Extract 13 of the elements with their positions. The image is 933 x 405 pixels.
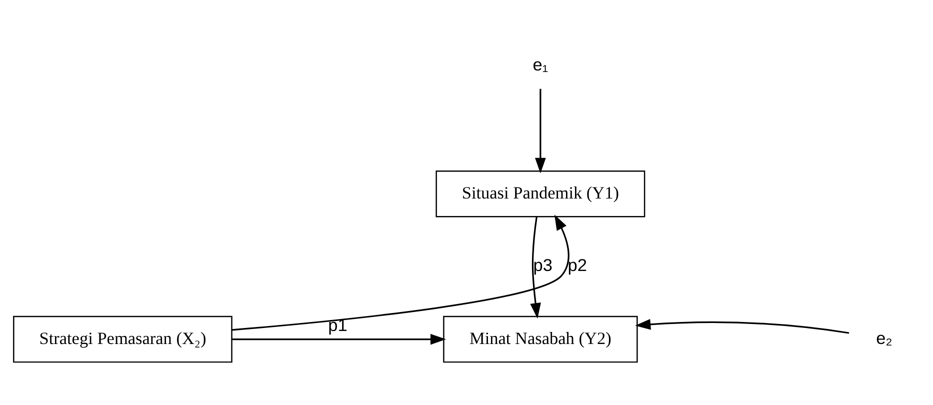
edge-label: p2 [568, 255, 587, 276]
node-text: e₁ [532, 54, 548, 74]
arrow [232, 334, 446, 345]
node-box: Strategi Pemasaran (X₂) [13, 316, 232, 363]
arrow [530, 216, 541, 319]
node-box: Minat Nasabah (Y2) [443, 316, 638, 363]
node-box: Situasi Pandemik (Y1) [436, 170, 646, 218]
edge-label: p3 [533, 255, 552, 276]
arrow [232, 214, 570, 331]
edge-label: p1 [328, 314, 348, 335]
arrow [535, 88, 546, 174]
arrow [635, 318, 850, 334]
node-text: e₂ [876, 328, 892, 348]
